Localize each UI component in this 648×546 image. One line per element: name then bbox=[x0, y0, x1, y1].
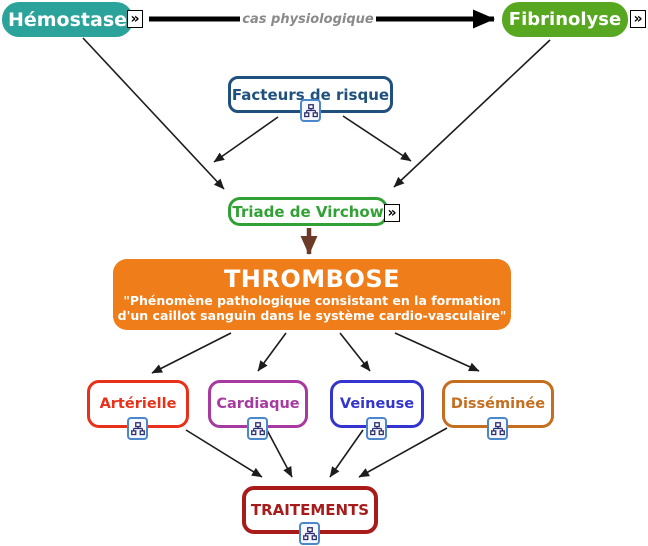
edge-thrombose-cardiaque bbox=[257, 332, 287, 372]
sitemap-icon bbox=[130, 421, 145, 435]
expand-icon-fibrinolyse[interactable]: » bbox=[630, 10, 646, 28]
edge-disseminee-traitements bbox=[358, 427, 448, 478]
node-cardiaque-label: Cardiaque bbox=[216, 396, 300, 412]
sitemap-link-icon-cardiaque[interactable] bbox=[247, 417, 268, 440]
edge-arterielle-traitements bbox=[185, 429, 263, 478]
node-disseminee-label: Disséminée bbox=[450, 396, 546, 412]
node-veineuse-label: Veineuse bbox=[339, 396, 415, 412]
expand-icon-hemostase[interactable]: » bbox=[127, 10, 143, 28]
edge-thrombose-disseminee bbox=[394, 332, 480, 372]
node-hemostase-label: Hémostase bbox=[7, 8, 128, 31]
node-thrombose[interactable]: THROMBOSE "Phénomène pathologique consis… bbox=[113, 259, 511, 330]
sitemap-icon bbox=[302, 526, 317, 540]
sitemap-link-icon-arterielle[interactable] bbox=[127, 417, 148, 440]
sitemap-link-icon-veineuse[interactable] bbox=[366, 417, 387, 440]
edge-label-cas-physiologique: cas physiologique bbox=[240, 10, 376, 28]
thrombose-definition-line2: d'un caillot sanguin dans le système car… bbox=[117, 308, 507, 324]
sitemap-link-icon-facteurs[interactable] bbox=[300, 99, 321, 122]
sitemap-icon bbox=[303, 103, 318, 117]
node-triade-de-virchow[interactable]: Triade de Virchow bbox=[228, 197, 388, 226]
node-cardiaque[interactable]: Cardiaque bbox=[208, 380, 308, 428]
sitemap-icon bbox=[250, 421, 265, 435]
node-facteurs-de-risque[interactable]: Facteurs de risque bbox=[228, 76, 393, 113]
edge-cardiaque-traitements bbox=[266, 429, 293, 478]
node-veineuse[interactable]: Veineuse bbox=[330, 380, 424, 428]
edge-facteurs-right bbox=[342, 115, 412, 162]
edge-thrombose-arterielle bbox=[151, 332, 232, 374]
thrombose-definition-line1: "Phénomène pathologique consistant en la… bbox=[123, 293, 501, 309]
node-arterielle-label: Artérielle bbox=[99, 396, 177, 412]
sitemap-icon bbox=[490, 421, 505, 435]
edge-veineuse-traitements bbox=[329, 429, 364, 478]
node-fibrinolyse[interactable]: Fibrinolyse bbox=[502, 2, 628, 37]
node-triade-label: Triade de Virchow bbox=[232, 202, 384, 221]
node-hemostase[interactable]: Hémostase bbox=[2, 2, 133, 37]
sitemap-icon bbox=[369, 421, 384, 435]
node-traitements-label: TRAITEMENTS bbox=[250, 501, 370, 519]
sitemap-link-icon-disseminee[interactable] bbox=[487, 417, 508, 440]
thrombose-title: THROMBOSE bbox=[223, 264, 401, 293]
node-fibrinolyse-label: Fibrinolyse bbox=[508, 9, 622, 30]
edge-facteurs-left bbox=[213, 116, 279, 163]
sitemap-link-icon-traitements[interactable] bbox=[299, 522, 320, 545]
edge-fibrinolyse-triade bbox=[393, 39, 551, 188]
edge-thrombose-veineuse bbox=[339, 332, 371, 372]
expand-icon-triade[interactable]: » bbox=[384, 204, 400, 222]
edge-hemostase-triade bbox=[82, 37, 225, 190]
node-facteurs-label: Facteurs de risque bbox=[231, 85, 390, 104]
